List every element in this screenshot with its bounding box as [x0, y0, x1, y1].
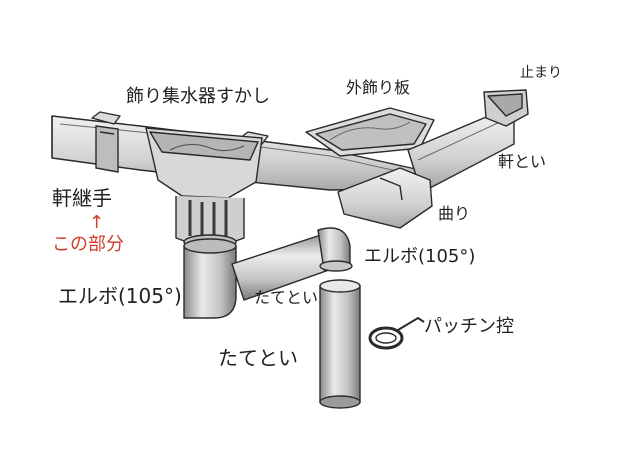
- label-downpipe-large: たてとい: [218, 348, 298, 368]
- label-stop-end: 止まり: [520, 66, 562, 80]
- label-downpipe-small: たてとい: [254, 290, 318, 306]
- label-eaves-gutter: 軒とい: [498, 154, 546, 170]
- gutter-joint-shape: [96, 126, 118, 172]
- label-gutter-joint: 軒継手: [52, 188, 112, 208]
- collector-box-shape: [146, 128, 262, 249]
- pipe-clip-shape: [370, 318, 424, 348]
- arrow-up-icon: ↑: [89, 214, 104, 232]
- downpipe-shape: [320, 280, 360, 408]
- elbow-left-shape: [184, 239, 236, 318]
- label-elbow-right: エルボ(105°): [364, 248, 475, 266]
- label-outer-decor-board: 外飾り板: [346, 80, 410, 96]
- label-elbow-left: エルボ(105°): [58, 286, 182, 306]
- label-corner: 曲り: [438, 206, 470, 222]
- label-pipe-clip: パッチン控: [424, 318, 514, 336]
- label-decor-collector: 飾り集水器すかし: [126, 88, 270, 106]
- elbow-right-shape: [318, 228, 352, 271]
- label-this-part: この部分: [52, 236, 124, 254]
